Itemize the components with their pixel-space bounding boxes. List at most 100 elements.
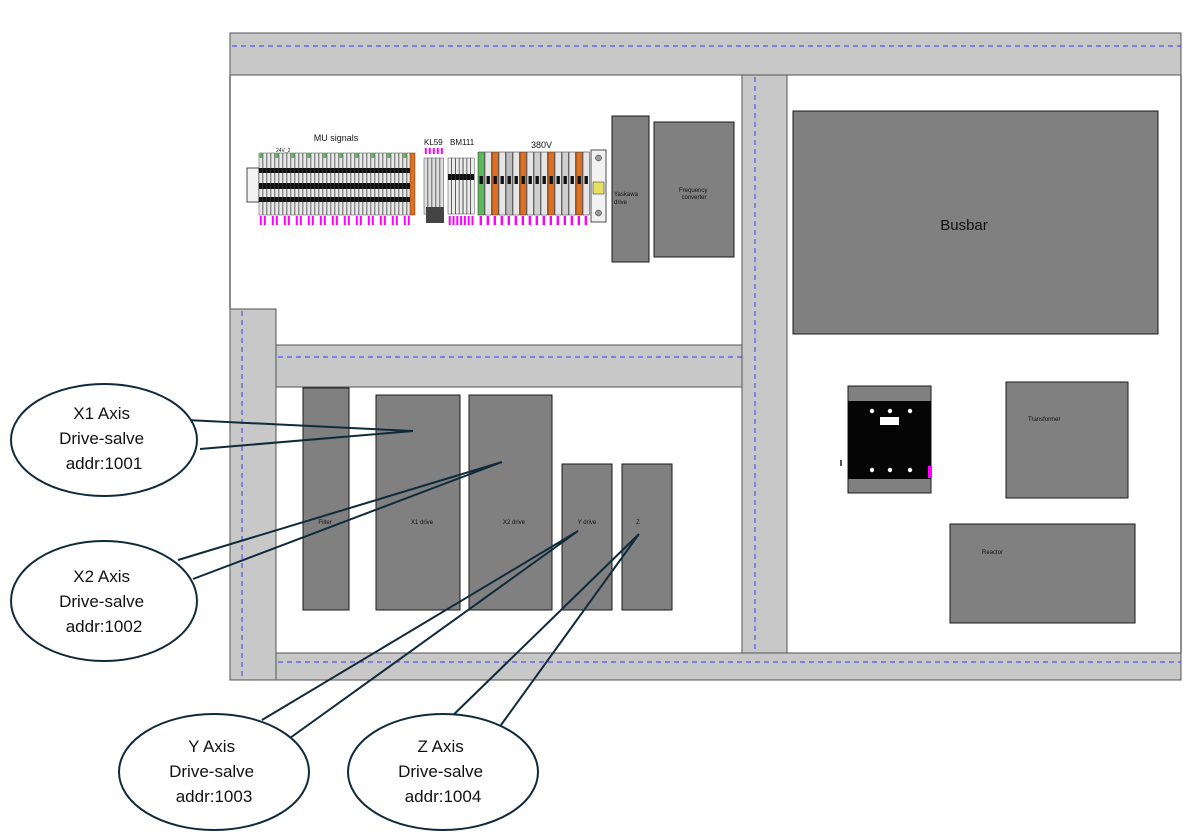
terminal-jumper <box>407 197 411 202</box>
z-callout-line-1: Z Axis <box>417 737 463 756</box>
wire-marker <box>440 148 443 154</box>
wire-marker <box>323 216 326 225</box>
wire-marker <box>271 216 274 225</box>
wire-marker <box>335 216 338 225</box>
terminal-jumper <box>295 168 299 173</box>
wire-marker <box>355 216 358 225</box>
terminal-jumper <box>283 197 287 202</box>
terminal-jumper <box>391 168 395 173</box>
terminal-jumper <box>363 197 367 202</box>
terminal-jumper <box>363 168 367 173</box>
terminal-jumper <box>311 168 315 173</box>
callouts: X1 Axis Drive-salve addr:1001 X2 Axis Dr… <box>10 383 539 831</box>
terminal-jumper <box>263 197 267 202</box>
terminal-jumper <box>283 183 287 189</box>
terminal-green <box>371 153 375 158</box>
x2-drive-label: X2 drive <box>503 520 526 526</box>
terminal-green <box>275 153 279 158</box>
terminal-jumper <box>563 176 567 184</box>
wire-marker <box>463 216 466 225</box>
terminal-jumper <box>367 168 371 173</box>
terminal-jumper <box>470 174 475 180</box>
kl59-terminal <box>427 157 432 215</box>
wire-marker <box>460 216 463 225</box>
terminal-jumper <box>387 197 391 202</box>
contactor <box>840 385 932 494</box>
y-drive-label: Y drive <box>578 520 597 526</box>
wire-marker <box>493 216 496 225</box>
terminal-jumper <box>331 197 335 202</box>
terminal-jumper <box>291 168 295 173</box>
terminal-jumper <box>463 174 467 180</box>
terminal-jumper <box>347 183 351 189</box>
terminal-jumper <box>279 197 283 202</box>
terminal-jumper <box>355 183 359 189</box>
wire-marker <box>500 216 503 225</box>
end-stopper <box>246 167 260 203</box>
bm111-terminal <box>447 157 452 215</box>
top-duct <box>229 32 1182 76</box>
wire-marker <box>436 148 439 154</box>
terminal-jumper <box>556 176 560 184</box>
z-callout-line-3: addr:1004 <box>405 787 482 806</box>
terminal-jumper <box>323 183 327 189</box>
wire-marker <box>407 216 410 225</box>
terminal-jumper <box>407 168 411 173</box>
terminal-jumper <box>343 168 347 173</box>
wire-marker <box>521 216 524 225</box>
terminal-jumper <box>327 183 331 189</box>
terminal-jumper <box>339 183 343 189</box>
x1-callout-line-1: X1 Axis <box>73 404 130 423</box>
wire-marker <box>479 216 482 225</box>
terminal-jumper <box>287 183 291 189</box>
kl59-terminal <box>439 157 444 215</box>
terminal-jumper <box>577 176 581 184</box>
terminal-jumper <box>335 168 339 173</box>
wire-marker <box>456 216 459 225</box>
y-leader <box>261 530 579 739</box>
terminal-jumper <box>315 168 319 173</box>
terminal-jumper <box>395 168 399 173</box>
terminal-jumper <box>303 197 307 202</box>
wire-marker <box>391 216 394 225</box>
wire-marker <box>528 216 531 225</box>
wire-marker <box>486 216 489 225</box>
wire-marker <box>577 216 580 225</box>
bm111-terminal <box>459 157 463 215</box>
terminal-jumper <box>542 176 546 184</box>
wire-marker <box>542 216 545 225</box>
terminal-jumper <box>455 174 459 180</box>
terminal-green <box>307 153 311 158</box>
terminal-jumper <box>291 183 295 189</box>
terminal-jumper <box>299 197 303 202</box>
transformer-label: Transformer <box>1028 417 1060 423</box>
x1-callout-line-3: addr:1001 <box>66 454 143 473</box>
terminal-jumper <box>479 176 483 184</box>
terminal-jumper <box>584 176 588 184</box>
terminal-jumper <box>391 197 395 202</box>
y-callout-text: Y Axis Drive-salve addr:1003 <box>169 737 259 806</box>
x1-leader <box>185 419 414 450</box>
wire-marker <box>563 216 566 225</box>
x2-leader <box>177 461 503 580</box>
terminal-jumper <box>339 197 343 202</box>
wire-marker <box>549 216 552 225</box>
x2-drive <box>468 394 553 611</box>
transformer <box>1005 381 1129 499</box>
z-callout-text: Z Axis Drive-salve addr:1004 <box>398 737 488 806</box>
terminal-jumper <box>355 197 359 202</box>
terminal-jumper <box>295 183 299 189</box>
terminal-jumper <box>315 183 319 189</box>
x1-callout-line-2: Drive-salve <box>59 429 144 448</box>
terminal-jumper <box>379 183 383 189</box>
terminal-jumper <box>263 183 267 189</box>
terminal-jumper <box>528 176 532 184</box>
wire-marker <box>287 216 290 225</box>
terminal-jumper <box>311 183 315 189</box>
wire-marker <box>331 216 334 225</box>
x2-callout-line-3: addr:1002 <box>66 617 143 636</box>
terminal-jumper <box>331 168 335 173</box>
terminal-jumper <box>319 183 323 189</box>
wire-marker <box>424 148 427 154</box>
terminal-jumper <box>403 183 407 189</box>
